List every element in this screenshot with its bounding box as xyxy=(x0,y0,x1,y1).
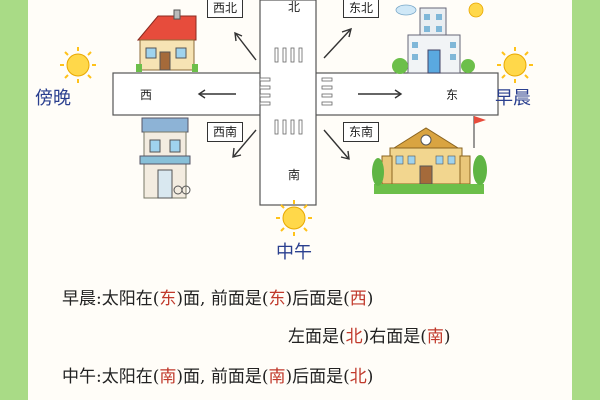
l1-mid-1: )面, 前面是( xyxy=(176,289,269,309)
l3-mid-2: )后面是( xyxy=(285,367,350,387)
sun-icon-east xyxy=(497,47,533,83)
small-sun-icon xyxy=(468,2,484,18)
l1-suffix: ) xyxy=(366,289,374,309)
label-east: 东 xyxy=(446,88,459,102)
l3-prefix: 中午:太阳在( xyxy=(62,367,160,387)
cloud-icon xyxy=(395,4,417,16)
office-tower xyxy=(392,7,475,74)
sun-icon-south xyxy=(276,200,312,236)
label-southeast: 东南 xyxy=(343,122,380,142)
line-noon-1: 中午:太阳在(南)面, 前面是(南)后面是(北) xyxy=(62,362,373,387)
l2-answer-1: 北 xyxy=(345,327,363,347)
label-noon: 中午 xyxy=(276,242,312,263)
l1-answer-3: 西 xyxy=(349,289,367,309)
sun-icon-west xyxy=(60,47,96,83)
l1-answer-1: 东 xyxy=(159,289,177,309)
label-evening: 傍晚 xyxy=(35,88,71,109)
l1-mid-2: )后面是( xyxy=(285,289,350,309)
label-northeast: 东北 xyxy=(343,0,380,18)
l3-answer-3: 北 xyxy=(349,367,367,387)
l3-mid-1: )面, 前面是( xyxy=(176,367,269,387)
map-diagram xyxy=(60,0,533,236)
l3-answer-2: 南 xyxy=(268,367,286,387)
label-southwest: 西南 xyxy=(207,122,244,142)
label-northwest: 西北 xyxy=(207,0,244,18)
l2-prefix: 左面是( xyxy=(288,327,346,347)
line-morning-2: 左面是(北)右面是(南) xyxy=(288,322,451,347)
direction-arrows xyxy=(197,27,403,160)
l3-suffix: ) xyxy=(366,367,374,387)
label-morning: 早晨 xyxy=(495,88,531,109)
l2-answer-2: 南 xyxy=(426,327,444,347)
label-west: 西 xyxy=(140,88,153,102)
l2-suffix: ) xyxy=(443,327,451,347)
line-morning-1: 早晨:太阳在(东)面, 前面是(东)后面是(西) xyxy=(62,284,373,309)
label-south: 南 xyxy=(288,168,301,182)
label-north: 北 xyxy=(288,0,301,14)
l1-answer-2: 东 xyxy=(268,289,286,309)
question-text: 早晨:太阳在(东)面, 前面是(东)后面是(西) 左面是(北)右面是(南) 中午… xyxy=(28,278,572,400)
school-building xyxy=(372,116,487,194)
l3-answer-1: 南 xyxy=(159,367,177,387)
l1-prefix: 早晨:太阳在( xyxy=(62,289,160,309)
crossroads xyxy=(112,0,499,206)
house-red-roof xyxy=(136,9,198,72)
shop-building xyxy=(139,117,191,199)
l2-mid-1: )右面是( xyxy=(362,327,427,347)
